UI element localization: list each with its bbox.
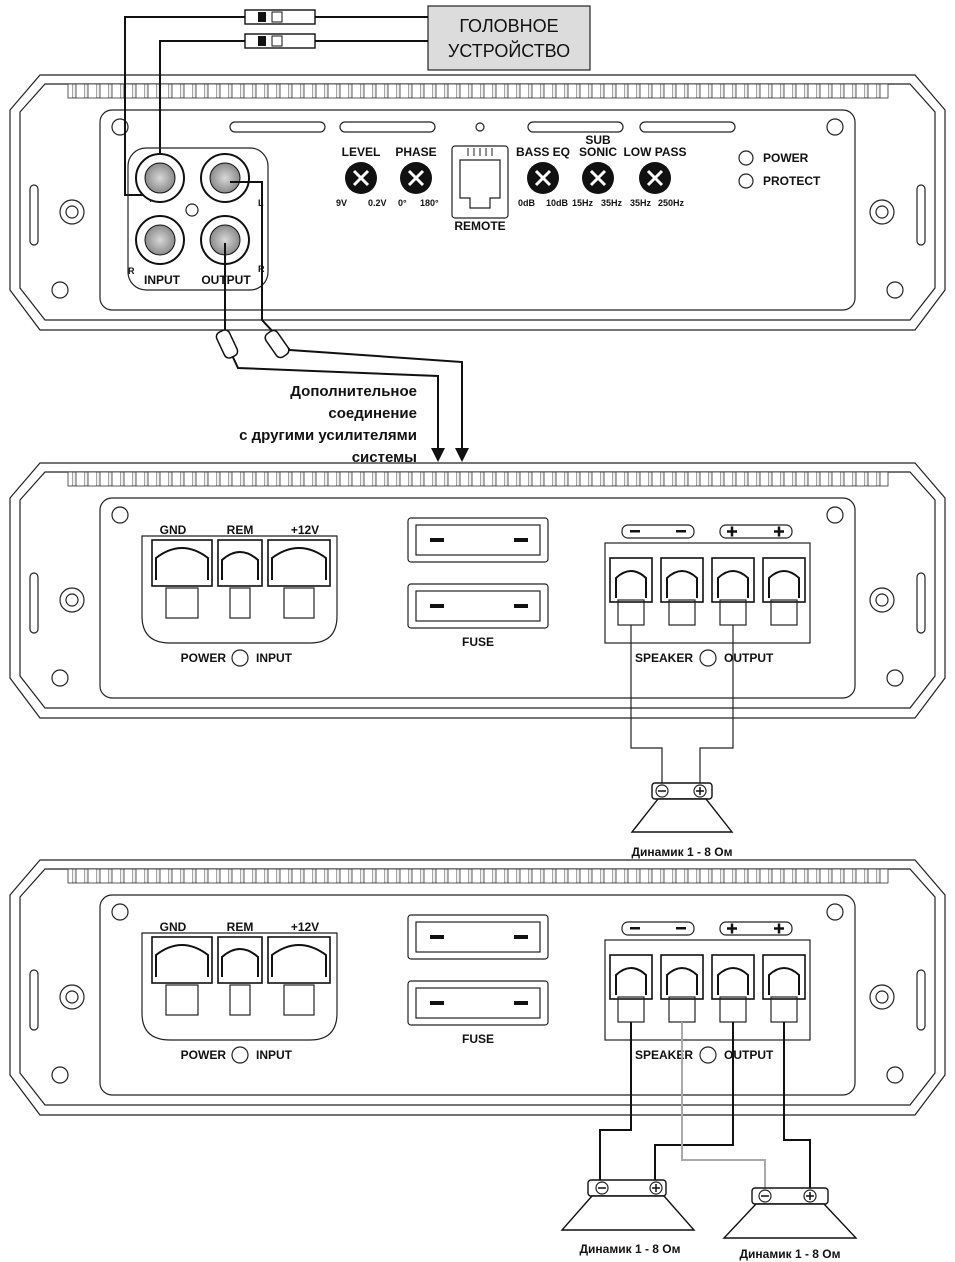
svg-text:GND: GND bbox=[160, 920, 187, 934]
speaker-2-label: Динамик 1 - 8 Ом bbox=[580, 1242, 681, 1256]
svg-text:0°: 0° bbox=[398, 198, 407, 208]
svg-text:POWER: POWER bbox=[181, 1048, 227, 1062]
svg-text:REM: REM bbox=[227, 523, 254, 537]
subsonic-knob: SUB SONIC 15Hz 35Hz bbox=[572, 133, 623, 208]
speaker-3-label: Динамик 1 - 8 Ом bbox=[740, 1247, 841, 1261]
lowpass-knob: LOW PASS 35Hz 250Hz bbox=[623, 145, 686, 208]
amplifier-bottom-panel bbox=[9, 859, 946, 1116]
svg-text:15Hz: 15Hz bbox=[572, 198, 594, 208]
svg-text:FUSE: FUSE bbox=[462, 1032, 494, 1046]
head-unit-label-1: ГОЛОВНОЕ bbox=[459, 16, 558, 36]
svg-text:0dB: 0dB bbox=[518, 198, 536, 208]
rca-plug-out-2 bbox=[264, 329, 290, 359]
svg-text:OUTPUT: OUTPUT bbox=[724, 1048, 774, 1062]
svg-text:REM: REM bbox=[227, 920, 254, 934]
rca-plug-out-1 bbox=[215, 329, 239, 359]
svg-text:PROTECT: PROTECT bbox=[763, 174, 821, 188]
head-unit-label-2: УСТРОЙСТВО bbox=[448, 40, 570, 61]
phase-knob: PHASE 0° 180° bbox=[395, 145, 439, 208]
svg-text:INPUT: INPUT bbox=[256, 1048, 293, 1062]
svg-text:FUSE: FUSE bbox=[462, 635, 494, 649]
input-label: INPUT bbox=[144, 273, 181, 287]
protect-led: PROTECT bbox=[738, 173, 821, 189]
svg-text:соединение: соединение bbox=[328, 405, 417, 422]
svg-text:35Hz: 35Hz bbox=[630, 198, 652, 208]
output-label: OUTPUT bbox=[201, 273, 251, 287]
amplifier-top-panel bbox=[9, 74, 946, 331]
svg-text:с другими усилителями: с другими усилителями bbox=[239, 427, 417, 444]
speaker-3: Динамик 1 - 8 Ом bbox=[722, 1187, 858, 1261]
level-knob: LEVEL 9V 0.2V bbox=[336, 145, 387, 208]
svg-text:250Hz: 250Hz bbox=[658, 198, 685, 208]
terminals-amp-2: GND REM +12V POWER INPUT FUSE bbox=[141, 517, 811, 667]
power-led: POWER bbox=[738, 150, 809, 166]
svg-text:LEVEL: LEVEL bbox=[342, 145, 381, 159]
svg-text:SPEAKER: SPEAKER bbox=[635, 1048, 693, 1062]
rca-plug-1 bbox=[244, 9, 316, 25]
terminals-amp-3: GND REM +12V POWER INPUT FUSE bbox=[141, 914, 811, 1064]
svg-text:10dB: 10dB bbox=[546, 198, 569, 208]
svg-text:9V: 9V bbox=[336, 198, 347, 208]
remote-jack: REMOTE bbox=[451, 145, 509, 233]
svg-text:POWER: POWER bbox=[181, 651, 227, 665]
svg-text:180°: 180° bbox=[420, 198, 439, 208]
svg-text:POWER: POWER bbox=[763, 151, 809, 165]
channel-r-label: R bbox=[128, 266, 135, 276]
svg-text:SUB: SUB bbox=[585, 133, 611, 147]
remote-label: REMOTE bbox=[454, 219, 505, 233]
svg-text:35Hz: 35Hz bbox=[601, 198, 623, 208]
speaker-2: Динамик 1 - 8 Ом bbox=[560, 1179, 696, 1256]
amplifier-middle-panel bbox=[9, 462, 946, 719]
svg-text:SPEAKER: SPEAKER bbox=[635, 651, 693, 665]
svg-text:BASS EQ: BASS EQ bbox=[516, 145, 570, 159]
speaker-1: Динамик 1 - 8 Ом bbox=[630, 782, 734, 859]
svg-text:0.2V: 0.2V bbox=[368, 198, 387, 208]
speaker-1-label: Динамик 1 - 8 Ом bbox=[632, 845, 733, 859]
svg-text:GND: GND bbox=[160, 523, 187, 537]
rca-plug-2 bbox=[244, 33, 316, 49]
svg-text:+12V: +12V bbox=[291, 523, 319, 537]
svg-text:Дополнительное: Дополнительное bbox=[290, 383, 417, 400]
svg-text:+12V: +12V bbox=[291, 920, 319, 934]
svg-text:INPUT: INPUT bbox=[256, 651, 293, 665]
extra-connection-note: Дополнительное соединение с другими усил… bbox=[239, 383, 417, 466]
svg-text:OUTPUT: OUTPUT bbox=[724, 651, 774, 665]
rca-input-output-block: L R R INPUT OUTPUT bbox=[127, 147, 269, 291]
svg-text:PHASE: PHASE bbox=[395, 145, 436, 159]
svg-text:системы: системы bbox=[352, 449, 417, 466]
svg-text:SONIC: SONIC bbox=[579, 145, 617, 159]
bass-eq-knob: BASS EQ 0dB 10dB bbox=[516, 145, 570, 208]
svg-text:LOW PASS: LOW PASS bbox=[623, 145, 686, 159]
head-unit: ГОЛОВНОЕ УСТРОЙСТВО bbox=[427, 5, 591, 71]
